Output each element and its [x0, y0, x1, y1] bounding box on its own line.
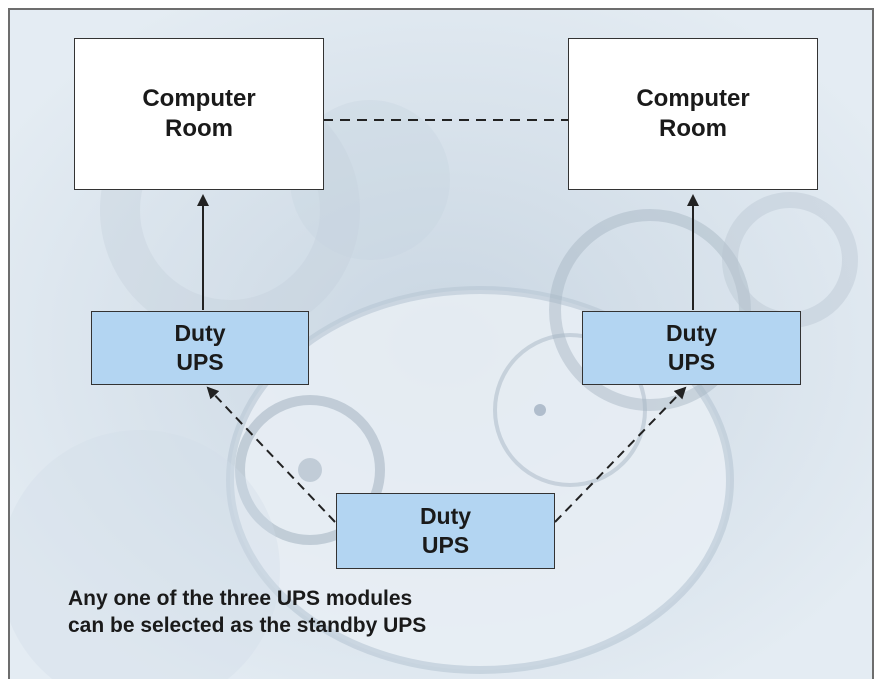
computer-room-right: Computer Room — [568, 38, 818, 190]
duty-ups-standby: Duty UPS — [336, 493, 555, 569]
caption-line2: can be selected as the standby UPS — [68, 613, 427, 637]
ups-label-line2: UPS — [667, 349, 716, 375]
diagram-frame: Computer Room Computer Room Duty UPS Dut… — [8, 8, 874, 679]
room-label-line2: Room — [659, 115, 727, 142]
duty-ups-left: Duty UPS — [91, 311, 309, 385]
ups-label-line1: Duty — [174, 320, 226, 347]
ups-label-line2: UPS — [176, 349, 224, 375]
room-label-line2: Room — [165, 115, 233, 142]
room-label-line1: Computer — [636, 85, 750, 112]
ups-label-line1: Duty — [665, 320, 718, 347]
arrow-standby-to-left-ups — [206, 386, 336, 523]
caption-line1: Any one of the three UPS modules — [68, 587, 413, 610]
diagram-caption: Any one of the three UPS modules can be … — [68, 586, 426, 639]
ups-label-line2: UPS — [421, 532, 470, 558]
connectors-layer — [197, 119, 699, 523]
duty-ups-right: Duty UPS — [582, 311, 801, 385]
ups-label-line1: Duty — [419, 503, 472, 530]
room-label-line1: Computer — [142, 85, 256, 112]
computer-room-left: Computer Room — [74, 38, 324, 190]
arrow-standby-to-right-ups — [554, 386, 687, 523]
